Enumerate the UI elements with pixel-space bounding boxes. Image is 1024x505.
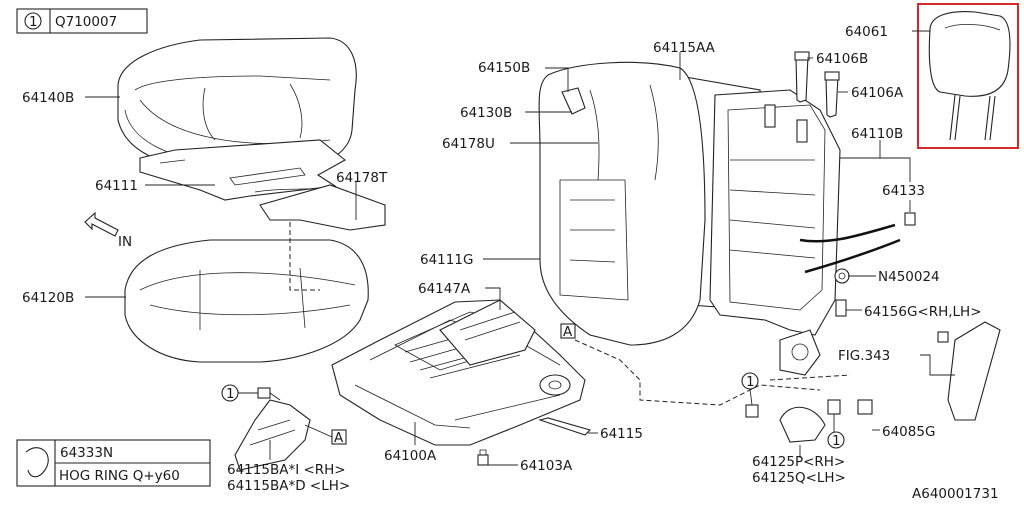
callout-64106b: 64106B [816,51,868,67]
seatback-frame [709,89,841,336]
callout-64125q: 64125Q<LH> [752,470,846,486]
guide-line [289,222,320,291]
recliner-bolt-lower: 1 [827,399,845,449]
box-a-upper: A [560,323,576,340]
bolt-64085g [857,399,873,415]
callout-64150b: 64150B [478,60,530,76]
cable-lower [804,238,901,274]
recliner-bolt-upper: 1 [741,372,759,418]
legend: 64333N HOG RING Q+y60 [16,439,211,487]
leader-lines [85,30,955,466]
callout-64125p: 64125P<RH> [752,454,845,470]
seatback-pad [538,61,706,346]
ref-box-index: 1 [29,14,38,30]
callout-64100a: 64100A [384,448,437,464]
headrest [917,3,1019,149]
box-a-lower-label: A [334,430,344,446]
box-a-upper-label: A [563,324,573,340]
callout-64178u: 64178U [442,136,495,152]
callout-64156g: 64156G<RH,LH> [864,304,982,320]
shield-bolt: 1 [221,384,281,402]
callout-n450024: N450024 [878,269,940,285]
spring-set [439,299,536,366]
callout-64111g: 64111G [420,252,473,268]
marker-circle-one-a: 1 [226,386,235,402]
callout-64115ba-lh: 64115BA*D <LH> [227,478,350,494]
marker-circle-one-b: 1 [746,374,755,390]
guide-pin-b [794,51,810,103]
legend-description: HOG RING Q+y60 [59,468,180,484]
callout-fig343: FIG.343 [838,348,890,364]
headrest-highlight-box [917,3,1019,149]
callout-64111: 64111 [95,178,138,194]
seat-cushion-pad [124,239,369,363]
side-cover [937,321,1001,421]
bolt-64103a [477,449,489,466]
callout-64061: 64061 [845,24,888,40]
figure-id: A640001731 [912,486,999,502]
clip-64133 [904,212,916,226]
callout-64147a: 64147A [418,281,471,297]
recliner [779,329,826,443]
attach-dash-2 [769,374,851,381]
seat-rail [538,417,592,436]
callout-64178t: 64178T [336,170,388,186]
clip-64156g [835,299,847,317]
attach-dash [574,339,821,406]
hog-ring-icon [25,447,49,478]
callout-64140b: 64140B [22,90,74,106]
callout-64115: 64115 [600,426,643,442]
callout-64106a: 64106A [851,85,904,101]
callout-64110b: 64110B [851,126,903,142]
callout-64085g: 64085G [882,424,935,440]
cable-upper [799,223,896,243]
callout-64115aa: 64115AA [653,40,716,56]
guide-pin-a [824,71,840,118]
nut-n450024 [834,268,850,284]
ref-box: 1 Q710007 [16,8,148,34]
callout-64120b: 64120B [22,290,74,306]
callout-64130b: 64130B [460,105,512,121]
ref-box-code: Q710007 [55,14,117,30]
callout-64115ba-rh: 64115BA*I <RH> [227,462,346,478]
side-shield [234,399,311,471]
legend-part-no: 64333N [60,445,113,461]
marker-circle-one-c: 1 [832,433,841,449]
callout-64133: 64133 [882,183,925,199]
box-a-lower: A [304,424,347,446]
tab-64150b [561,87,586,115]
harness-64178t [259,182,386,231]
direction-label: IN [118,234,132,250]
direction-arrow-icon: IN [84,211,132,250]
callouts: 64061 64106B 64106A 64110B 64115AA 64150… [22,24,999,502]
callout-64103a: 64103A [520,458,573,474]
